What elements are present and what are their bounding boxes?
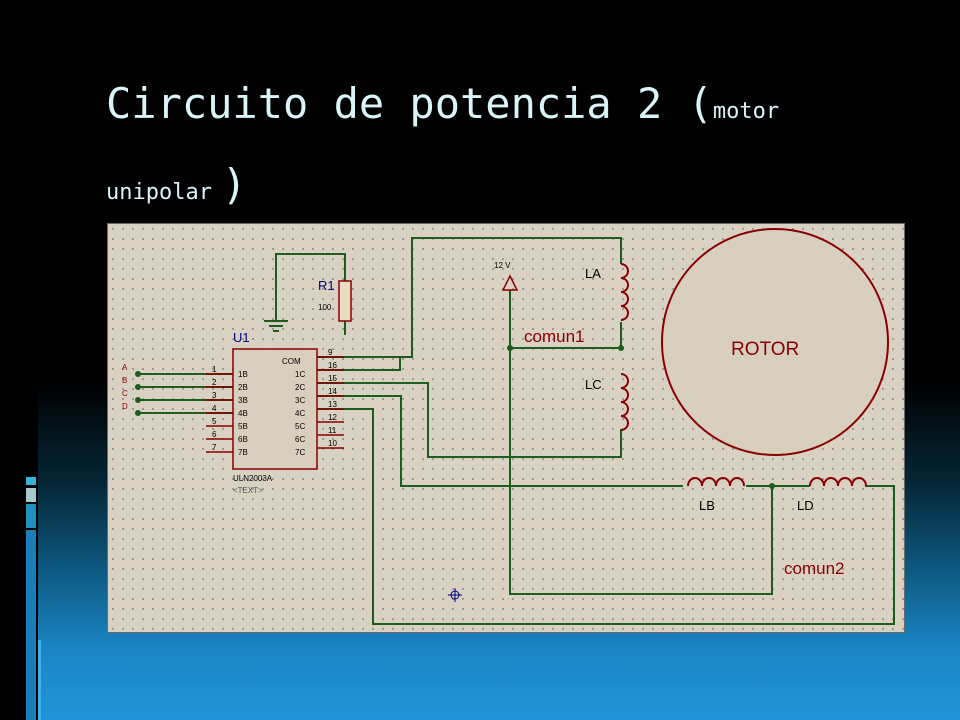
coil-label-ld: LD [797,498,814,513]
chip-right-pin-labels: 9 16 15 14 13 12 11 10 1C 2C 3C 4C 5C 6C… [295,348,337,457]
pin-name: 6B [238,435,248,444]
coil-label-la: LA [585,266,601,281]
chip-u1 [232,348,318,470]
supply-label: 12 V [494,261,511,270]
pin-name: 2C [295,383,305,392]
title-main: Circuito de potencia 2 ( [106,79,713,128]
junction-dot [618,345,624,351]
ground-icon [264,320,288,332]
wires [138,237,895,625]
pin-name: 1B [238,370,248,379]
input-dot [135,397,141,403]
pin-name: 5B [238,422,248,431]
pin-number: 10 [328,439,337,448]
coil-la [620,263,629,321]
pin-name: 3B [238,396,248,405]
title-close: ) [221,160,247,209]
chip-ref: U1 [233,330,250,345]
coil-lb [687,477,745,487]
pin-name: 4C [295,409,305,418]
chip-right-pins [317,356,344,449]
pin-name: 7B [238,448,248,457]
input-dot [135,410,141,416]
title-sub-2: unipolar [106,180,212,205]
pin-number: 16 [328,361,337,370]
pin-number: 9 [328,348,333,357]
resistor-value: 100 [318,303,332,312]
pin-name: 1C [295,370,305,379]
power-arrow-icon [501,274,519,291]
chip-text: <TEXT> [233,486,263,495]
resistor-r1 [338,280,352,322]
rotor-label: ROTOR [731,339,799,360]
pin-number: 4 [212,404,217,413]
pin-number: 2 [212,378,217,387]
pin-number: 14 [328,387,337,396]
chip-left-pin-labels: 1 2 3 4 5 6 7 1B 2B 3B 4B 5B 6B 7B [212,365,248,457]
wire-com-la [317,237,622,358]
schematic-svg: R1 100 U1 ULN2003A <TEXT> COM 1 2 3 4 5 … [122,228,895,625]
origin-marker-icon [448,588,462,602]
junction-dot [769,483,775,489]
input-label-b: B [122,376,127,385]
accent-block [26,530,36,720]
input-label-d: D [122,402,128,411]
input-label-a: A [122,363,128,372]
pin-name: 6C [295,435,305,444]
junction-dot [507,345,513,351]
coil-ld [809,477,867,487]
input-dot [135,384,141,390]
coil-labels: LA LC LB LD [585,266,814,513]
pin-number: 13 [328,400,337,409]
input-label-c: C [122,389,128,398]
pin-number: 5 [212,417,217,426]
input-dot [135,371,141,377]
coil-label-lb: LB [699,498,715,513]
accent-block [26,504,36,528]
slide-title: Circuito de potencia 2 (motor unipolar ) [106,68,906,230]
wire-4c [317,408,895,625]
accent-block [26,488,36,502]
pin-number: 12 [328,413,337,422]
pin-name: 5C [295,422,305,431]
pin-name: 7C [295,448,305,457]
title-sub-1: motor [712,99,780,124]
accent-block [38,640,41,720]
chip-part: ULN2003A [233,474,273,483]
coil-lc [620,373,629,431]
wire-1c [317,357,401,371]
pin-number: 7 [212,443,217,452]
chip-com-name: COM [282,357,301,366]
input-labels: A B C D [122,363,128,411]
circuit-schematic: R1 100 U1 ULN2003A <TEXT> COM 1 2 3 4 5 … [107,223,905,633]
wire-r1-ground [275,253,346,320]
pin-name: 3C [295,396,305,405]
resistor-ref: R1 [318,278,335,293]
label-comun1: comun1 [524,327,584,346]
pin-number: 11 [328,426,337,435]
pin-name: 4B [238,409,248,418]
pin-number: 3 [212,391,217,400]
chip-left-pins [206,373,233,453]
label-comun2: comun2 [784,559,844,578]
coil-label-lc: LC [585,377,602,392]
pin-name: 2B [238,383,248,392]
pin-number: 1 [212,365,217,374]
wire-3c [400,395,683,487]
wire-2c [317,382,622,458]
accent-block [26,477,36,485]
pin-number: 15 [328,374,337,383]
pin-number: 6 [212,430,217,439]
junction-dots [135,345,775,489]
rotor-circle [661,228,889,456]
